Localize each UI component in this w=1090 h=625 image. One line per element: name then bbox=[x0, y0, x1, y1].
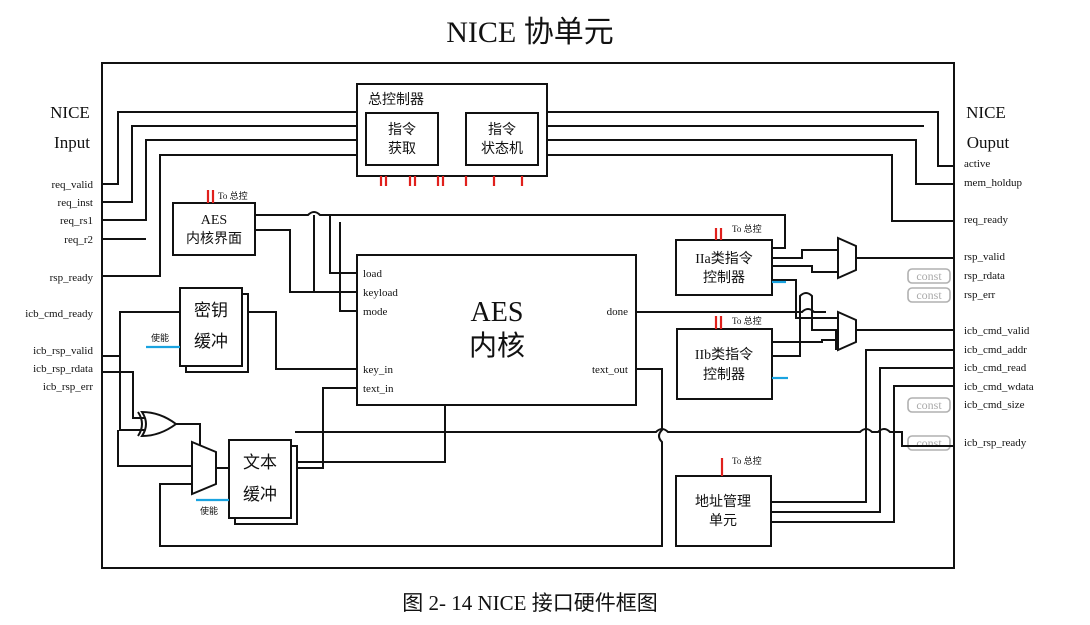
const-tag: const bbox=[907, 287, 951, 303]
in-req-r2: req_r2 bbox=[64, 234, 93, 246]
ctrl-b-block: IIb类指令 控制器 To 总控 bbox=[676, 315, 788, 400]
fetch-block: 指令 获取 bbox=[365, 112, 439, 166]
svg-text:控制器: 控制器 bbox=[703, 270, 745, 286]
out-mem-holdup: mem_holdup bbox=[964, 177, 1023, 189]
svg-text:const: const bbox=[916, 269, 942, 283]
in-req-valid: req_valid bbox=[51, 179, 93, 191]
master-controller-label: 总控制器 bbox=[368, 92, 424, 108]
enable-label-2: 使能 bbox=[200, 505, 218, 516]
output-heading-1: NICE bbox=[966, 103, 1006, 122]
svg-text:AES: AES bbox=[201, 213, 227, 228]
svg-text:IIb类指令: IIb类指令 bbox=[695, 347, 753, 363]
to-ctrl-label-c: To 总控 bbox=[732, 455, 762, 466]
svg-text:获取: 获取 bbox=[388, 141, 416, 157]
output-mux-rsp bbox=[837, 236, 857, 280]
svg-text:内核: 内核 bbox=[469, 330, 525, 362]
text-mux bbox=[191, 440, 217, 496]
svg-text:缓冲: 缓冲 bbox=[194, 332, 228, 351]
in-req-inst: req_inst bbox=[58, 197, 93, 209]
const-tag: const bbox=[907, 397, 951, 413]
in-req-rs1: req_rs1 bbox=[60, 215, 93, 227]
wires bbox=[102, 111, 954, 547]
out-icb-cmd-size: icb_cmd_size bbox=[964, 399, 1025, 411]
enable-label: 使能 bbox=[151, 332, 169, 343]
port-text-out: text_out bbox=[592, 364, 628, 376]
fsm-block: 指令 状态机 bbox=[465, 112, 539, 166]
or-gate-input-bar bbox=[137, 411, 143, 437]
svg-text:const: const bbox=[916, 398, 942, 412]
in-icb-cmd-ready: icb_cmd_ready bbox=[25, 308, 93, 320]
svg-text:指令: 指令 bbox=[388, 122, 416, 138]
ctrl-a-block: IIa类指令 控制器 To 总控 bbox=[675, 223, 786, 296]
port-mode: mode bbox=[363, 306, 388, 318]
output-heading-2: Ouput bbox=[967, 133, 1010, 152]
outer-frame bbox=[101, 62, 955, 569]
or-gate bbox=[140, 410, 178, 438]
port-keyload: keyload bbox=[363, 287, 398, 299]
svg-text:密钥: 密钥 bbox=[194, 301, 228, 320]
svg-text:文本: 文本 bbox=[243, 453, 277, 472]
out-req-ready: req_ready bbox=[964, 214, 1008, 226]
port-load: load bbox=[363, 268, 382, 280]
key-buffer-block: 密钥 缓冲 使能 bbox=[146, 287, 249, 373]
out-icb-rsp-ready: icb_rsp_ready bbox=[964, 437, 1027, 449]
out-icb-cmd-read: icb_cmd_read bbox=[964, 362, 1027, 374]
in-icb-rsp-rdata: icb_rsp_rdata bbox=[33, 363, 93, 375]
in-icb-rsp-err: icb_rsp_err bbox=[43, 381, 93, 393]
svg-text:IIa类指令: IIa类指令 bbox=[695, 251, 753, 267]
in-rsp-ready: rsp_ready bbox=[50, 272, 94, 284]
svg-text:缓冲: 缓冲 bbox=[243, 485, 277, 504]
const-tag: const bbox=[907, 435, 951, 451]
out-rsp-err: rsp_err bbox=[964, 289, 995, 301]
text-buffer-block: 文本 缓冲 使能 bbox=[196, 439, 298, 525]
out-icb-cmd-valid: icb_cmd_valid bbox=[964, 325, 1030, 337]
to-ctrl-label-a: To 总控 bbox=[732, 223, 762, 234]
out-icb-cmd-addr: icb_cmd_addr bbox=[964, 344, 1027, 356]
svg-text:const: const bbox=[916, 288, 942, 302]
input-heading-2: Input bbox=[54, 133, 90, 152]
to-ctrl-label-b: To 总控 bbox=[732, 315, 762, 326]
input-heading-1: NICE bbox=[50, 103, 90, 122]
svg-text:控制器: 控制器 bbox=[703, 367, 745, 383]
in-icb-rsp-valid: icb_rsp_valid bbox=[33, 345, 93, 357]
svg-text:const: const bbox=[916, 436, 942, 450]
addr-unit-block: 地址管理 单元 To 总控 bbox=[675, 455, 772, 547]
diagram-caption: 图 2- 14 NICE 接口硬件框图 bbox=[402, 591, 658, 615]
output-mux-icb bbox=[837, 310, 857, 352]
out-rsp-valid: rsp_valid bbox=[964, 251, 1005, 263]
to-ctrl-label: To 总控 bbox=[218, 190, 248, 201]
port-key-in: key_in bbox=[363, 364, 393, 376]
svg-text:地址管理: 地址管理 bbox=[695, 494, 751, 510]
svg-text:状态机: 状态机 bbox=[481, 141, 523, 157]
out-icb-cmd-wdata: icb_cmd_wdata bbox=[964, 381, 1034, 393]
svg-text:内核界面: 内核界面 bbox=[186, 231, 242, 247]
svg-text:AES: AES bbox=[471, 297, 524, 328]
aes-core-block: AES 内核 load keyload mode key_in text_in … bbox=[356, 254, 637, 406]
out-rsp-rdata: rsp_rdata bbox=[964, 270, 1005, 282]
status-ticks bbox=[379, 176, 524, 186]
svg-text:单元: 单元 bbox=[709, 513, 737, 529]
svg-text:指令: 指令 bbox=[488, 122, 516, 138]
diagram-title: NICE 协单元 bbox=[446, 16, 614, 49]
port-done: done bbox=[607, 306, 629, 318]
out-active: active bbox=[964, 158, 990, 170]
port-text-in: text_in bbox=[363, 383, 394, 395]
const-tag: const bbox=[907, 268, 951, 284]
aes-interface-block: AES 内核界面 To 总控 bbox=[172, 190, 256, 256]
